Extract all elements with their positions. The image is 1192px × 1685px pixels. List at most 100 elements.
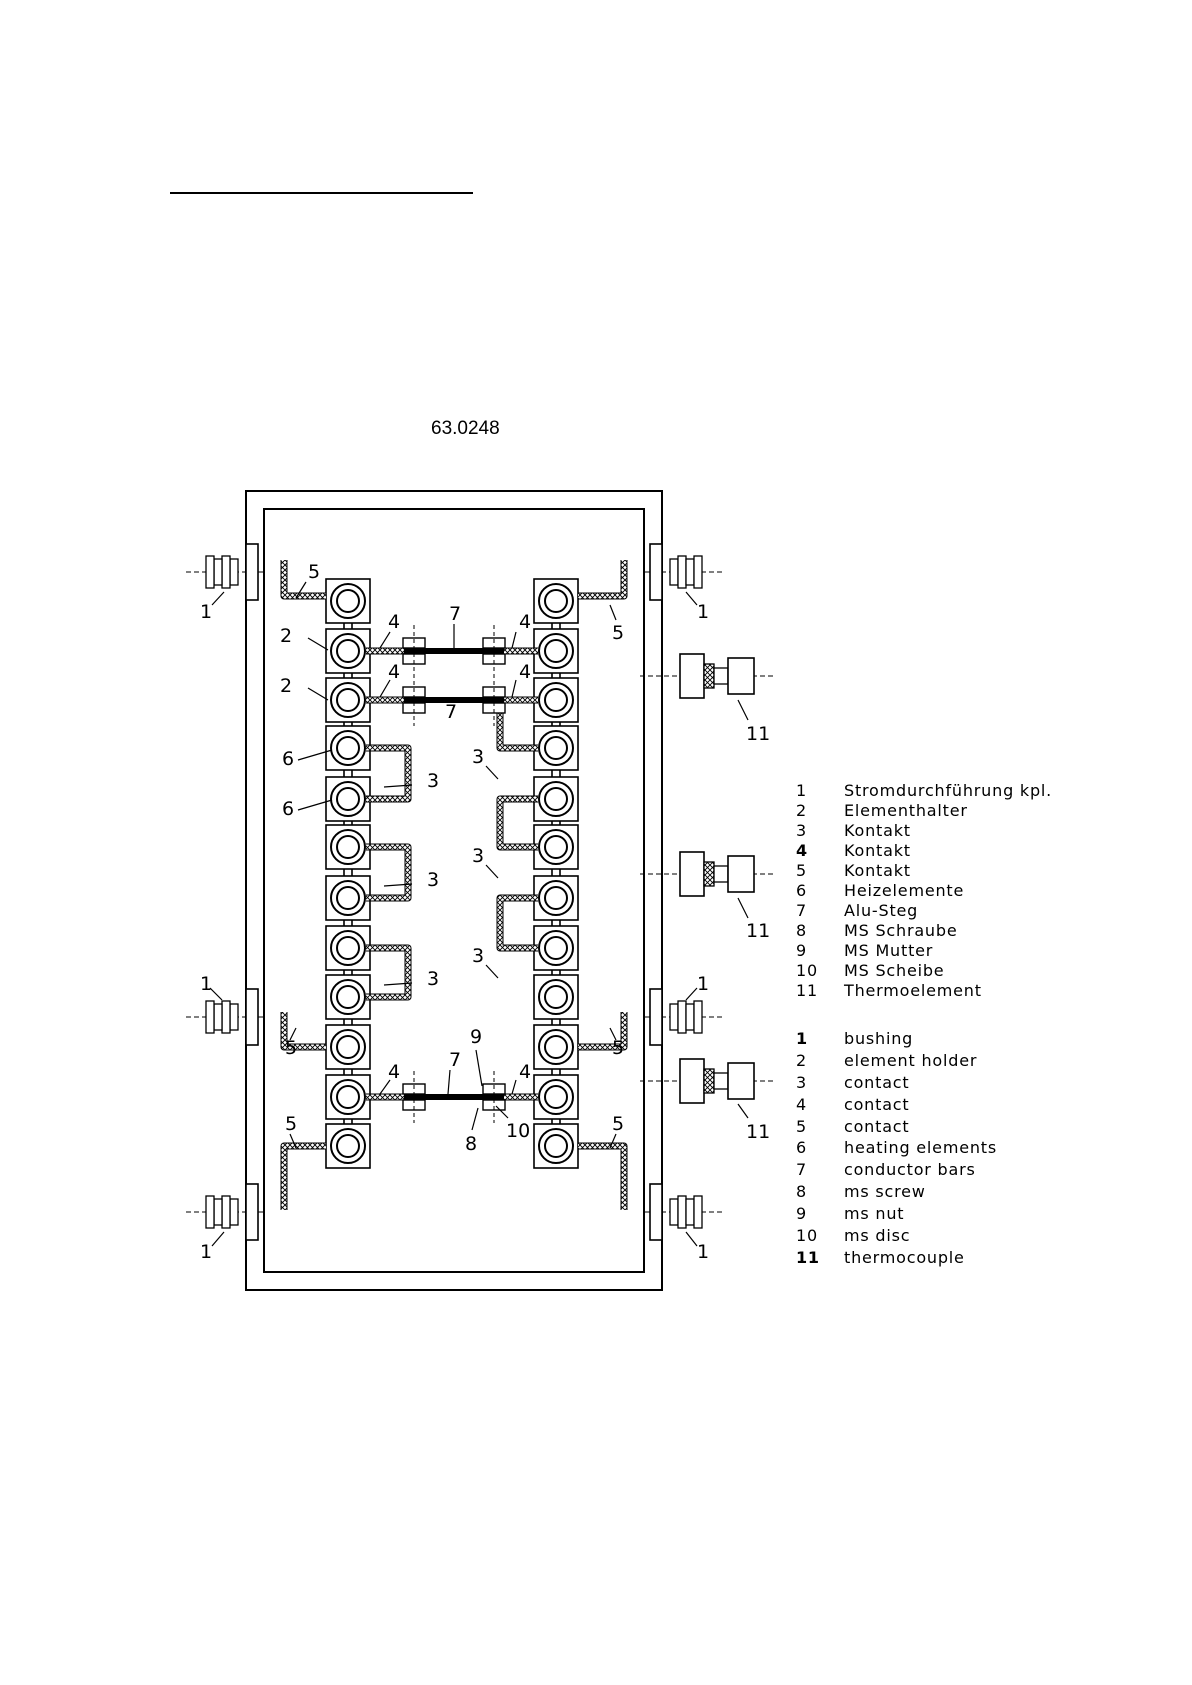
callout-ms_nut: 9 [470,1026,482,1048]
callout-contact_5: 5 [308,561,320,583]
thermocouples [640,653,775,1104]
callout-leader [383,982,413,986]
callout-heating_elements: 6 [282,798,294,820]
callout-leader [511,679,517,698]
legend-label: element holder [844,1050,978,1070]
callout-bushing: 1 [697,601,709,623]
legend-label: Kontakt [844,841,911,860]
legend-number: 6 [796,881,807,900]
legend-row: 7 Alu-Steg [796,901,1052,921]
callout-contact_4: 4 [519,661,531,683]
contact-3-left-1-fill [366,844,411,901]
callout-leader [379,1079,391,1095]
legend-label: bushing [844,1029,914,1048]
heating-element-core [544,1035,568,1059]
heating-element-core [336,688,360,712]
bushing-nut [685,558,695,586]
callout-bushing: 1 [200,1241,212,1263]
legend-number: 7 [796,901,807,920]
callout-contact_5: 5 [285,1113,297,1135]
legend-number: 5 [796,861,807,880]
heating-element-core [544,639,568,663]
legend-number: 10 [796,1226,818,1246]
legend-label: MS Scheibe [844,961,945,980]
callout-leader [737,897,749,919]
thermocouple-head [679,1058,705,1104]
heating-element-core [544,1085,568,1109]
callout-leader [307,637,329,651]
heating-element-core [336,1134,360,1158]
callout-contact_4: 4 [388,1061,400,1083]
contact-3-right-1-fill [497,796,538,850]
legend-label: MS Schraube [844,921,958,940]
callout-leader [447,1069,451,1095]
contact-3-right-0 [496,696,538,752]
callout-leader [297,749,333,761]
callout-leader [485,864,499,879]
heating-element-core [336,985,360,1009]
legend-row: 1 bushing [796,1028,997,1050]
callout-leader [485,765,499,780]
callout-contact_3: 3 [427,770,439,792]
bushing-mid-left [186,988,266,1046]
bushing-nut [669,1198,679,1226]
legend-label: thermocouple [844,1247,965,1267]
callout-conductor_bars: 7 [445,701,457,723]
legend-number: 5 [796,1116,807,1136]
legend-label: ms screw [844,1182,926,1202]
legend-number: 1 [796,1029,808,1048]
callout-leader [289,1133,297,1149]
header-rule [170,192,473,194]
bushing-nut [693,555,703,589]
callout-contact_4: 4 [388,661,400,683]
legend-row: 8 MS Schraube [796,921,1052,941]
bushing-nut [213,1198,223,1226]
callout-leader [383,784,413,788]
legend-label: contact [844,1072,910,1092]
callout-contact_4: 4 [388,611,400,633]
bushing-bottom-right [642,1183,722,1241]
legend-row: 1 Stromdurchführung kpl. [796,781,1052,801]
legend-number: 2 [796,801,807,820]
heating-element-core [544,688,568,712]
bushing-nut [221,1195,231,1229]
callout-leader [211,1231,225,1247]
bushing-plate [245,1183,259,1241]
thermocouple-sleeve [713,865,729,883]
legend-number: 10 [796,961,818,980]
callout-contact_5: 5 [612,1037,624,1059]
legend-label: Alu-Steg [844,901,919,920]
callout-leader [289,1027,297,1041]
callout-ms_disc: 10 [506,1120,530,1142]
legend-number: 2 [796,1050,807,1070]
legend-number: 6 [796,1138,807,1158]
contact-5-top-right [578,560,628,600]
callout-leader [471,1107,479,1131]
callout-leader [209,987,223,1001]
callout-element_holder: 2 [280,625,292,647]
legend-number: 7 [796,1160,807,1180]
thermocouple-top [640,653,775,699]
legend-number: 1 [796,781,807,800]
callout-leader [609,604,617,621]
heating-element-core [336,639,360,663]
legend-label: conductor bars [844,1160,976,1180]
bushing-nut [229,558,239,586]
bushing-plate [245,988,259,1046]
legend-number: 8 [796,921,807,940]
legend-label: Stromdurchführung kpl. [844,781,1053,800]
legend-label: ms nut [844,1204,905,1224]
contact-5-bottom-left-fill [281,1143,326,1210]
bushing-nut [693,1000,703,1034]
heating-element-core [544,736,568,760]
legend-row: 2 element holder [796,1050,997,1072]
callout-leader [379,631,391,649]
callout-leader [737,1103,749,1119]
